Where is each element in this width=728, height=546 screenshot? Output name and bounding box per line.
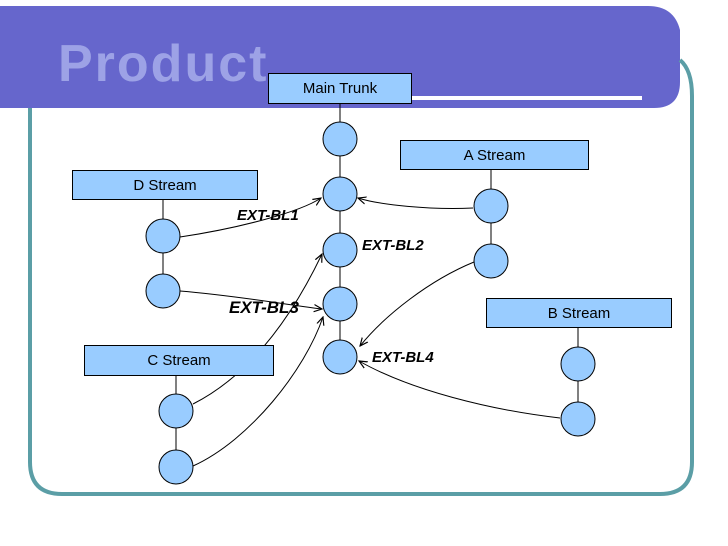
main-trunk-box: Main Trunk [268, 73, 412, 104]
d-stream-node [145, 273, 181, 309]
main-trunk-node [322, 339, 358, 375]
arrow-a2-to-main5 [360, 261, 475, 346]
d-stream-node [145, 218, 181, 254]
arrow-b2-to-main5 [359, 361, 561, 419]
arrow-d1-to-main2 [179, 198, 321, 238]
main-trunk-node [322, 286, 358, 322]
c-stream-box: C Stream [84, 345, 274, 376]
c-stream-node [158, 449, 194, 485]
header-underline [410, 96, 642, 100]
arrow-c1-to-main3 [192, 254, 322, 405]
b-stream-node [560, 346, 596, 382]
arrow-a1-to-main2 [358, 198, 474, 209]
ext-bl2-label: EXT-BL2 [362, 237, 424, 254]
ext-bl3-label: EXT-BL3 [229, 298, 299, 317]
d-stream-box: D Stream [72, 170, 258, 200]
b-stream-box: B Stream [486, 298, 672, 328]
merge-arrows [179, 198, 561, 467]
slide-frame [28, 58, 694, 496]
a-stream-node [473, 243, 509, 279]
ext-bl1-label: EXT-BL1 [237, 207, 299, 224]
header-band [0, 6, 680, 108]
arrow-c2-to-main4 [192, 317, 323, 467]
c-stream-node [158, 393, 194, 429]
commit-nodes [145, 121, 596, 485]
main-trunk-node [322, 232, 358, 268]
main-trunk-node [322, 121, 358, 157]
b-stream-node [560, 401, 596, 437]
arrow-d2-to-main4 [179, 290, 322, 309]
slide-title: Product [58, 35, 269, 93]
a-stream-box: A Stream [400, 140, 589, 170]
ext-bl4-label: EXT-BL4 [372, 349, 434, 366]
a-stream-node [473, 188, 509, 224]
main-trunk-node [322, 176, 358, 212]
